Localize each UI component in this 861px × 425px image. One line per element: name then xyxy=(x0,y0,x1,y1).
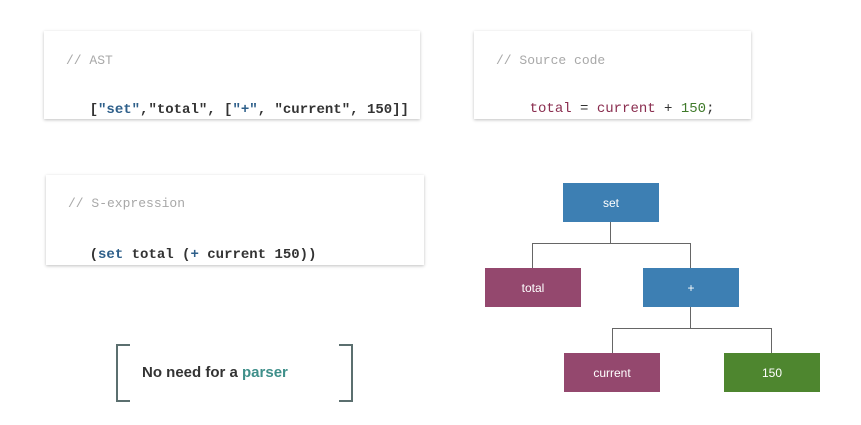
right-bracket xyxy=(339,344,353,402)
ast-code: ["set","total", ["+", "current", 150]] xyxy=(56,86,409,134)
tree-node-total: total xyxy=(485,268,581,307)
sexpr-plus: + xyxy=(190,247,199,263)
ast-separator: , xyxy=(350,102,367,118)
tree-node-current: current xyxy=(564,353,660,392)
tree-node-plus: + xyxy=(643,268,739,307)
source-number: 150 xyxy=(680,101,707,117)
source-semicolon: ; xyxy=(706,101,715,117)
source-code: total = current + 150; xyxy=(496,85,715,133)
left-bracket xyxy=(116,344,130,402)
sexpr-set-keyword: set xyxy=(98,247,124,263)
ast-separator: , xyxy=(257,102,275,118)
tagline-highlight: parser xyxy=(242,364,288,381)
source-total: total xyxy=(529,101,572,117)
ast-comment: // AST xyxy=(66,53,113,68)
tagline-text: No need for a parser xyxy=(142,364,288,381)
ast-set-string: "set" xyxy=(98,102,141,118)
source-card: // Source code total = current + 150; xyxy=(474,31,751,119)
sexpr-comment: // S-expression xyxy=(68,196,186,211)
source-equals: = xyxy=(571,101,597,117)
sexpr-card: // S-expression (set total (+ current 15… xyxy=(46,175,424,265)
connector-left-drop xyxy=(532,243,533,268)
tree-node-set: set xyxy=(563,183,659,222)
source-plus: + xyxy=(655,101,681,117)
connector-root-stem xyxy=(610,222,611,244)
sexpr-open-paren: ( xyxy=(89,247,99,263)
connector-plus-stem xyxy=(690,307,691,329)
ast-total-string: "total" xyxy=(148,102,208,118)
connector-current-drop xyxy=(612,328,613,353)
ast-current-string: "current" xyxy=(274,102,351,118)
tagline-prefix: No need for a xyxy=(142,364,243,381)
source-current: current xyxy=(596,101,656,117)
sexpr-code: (set total (+ current 150)) xyxy=(56,231,317,279)
ast-separator: , xyxy=(140,102,149,118)
ast-separator: , [ xyxy=(207,102,233,118)
ast-number: 150 xyxy=(366,102,393,118)
ast-card: // AST ["set","total", ["+", "current", … xyxy=(44,31,420,119)
ast-plus-string: "+" xyxy=(232,102,258,118)
connector-right-drop xyxy=(690,243,691,268)
source-comment: // Source code xyxy=(496,53,606,68)
sexpr-tail: current 150)) xyxy=(198,247,317,263)
ast-close-bracket: ]] xyxy=(392,102,409,118)
sexpr-middle: total ( xyxy=(123,247,191,263)
tree-node-150: 150 xyxy=(724,353,820,392)
ast-open-bracket: [ xyxy=(89,102,99,118)
connector-root-bar xyxy=(532,243,691,244)
connector-num-drop xyxy=(771,328,772,353)
connector-plus-bar xyxy=(612,328,772,329)
